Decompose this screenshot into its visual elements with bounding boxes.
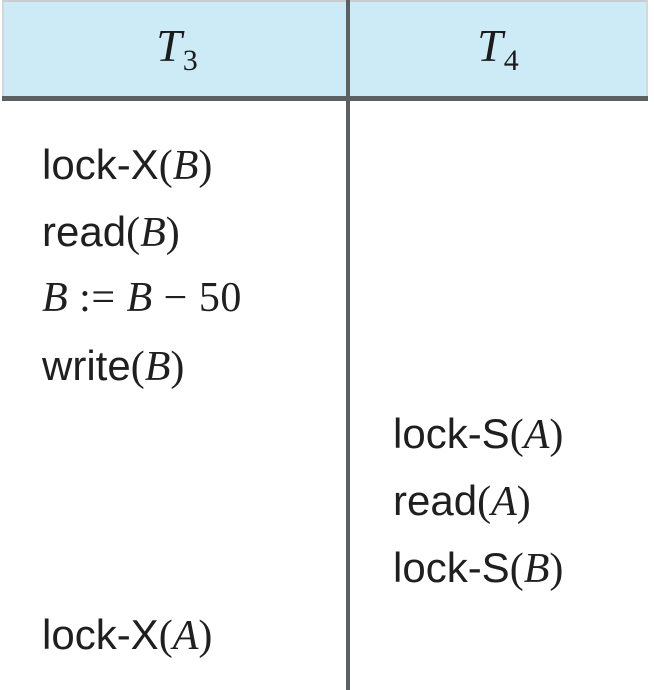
header-bottom-rule: [2, 96, 648, 101]
transaction-column-t4: lock-S(A) read(A) lock-S(B): [350, 101, 654, 690]
operation-row: write(B): [42, 332, 184, 399]
transaction-label-t3-base: T: [156, 19, 182, 71]
table-header-row: T3 T4: [2, 0, 648, 96]
assignment-spacer: [188, 275, 199, 321]
paren-close: ): [516, 479, 531, 525]
assignment-operator: :=: [79, 275, 116, 321]
operation-row: read(B): [42, 198, 180, 265]
operation-keyword: lock-S: [393, 544, 510, 591]
operation-argument: A: [491, 479, 517, 525]
assignment-spacer: [68, 275, 79, 321]
column-divider: [346, 0, 350, 690]
assignment-rhs-value: 50: [198, 275, 242, 321]
schedule-body: lock-X(B) read(B) B := B − 50 write(B) l…: [0, 101, 654, 690]
column-header-t3: T3: [4, 2, 350, 96]
transaction-label-t3: T3: [156, 19, 198, 77]
assignment-spacer: [153, 275, 164, 321]
paren-close: ): [170, 344, 185, 390]
operation-row: lock-S(B): [393, 534, 563, 601]
assignment-spacer: [116, 275, 127, 321]
paren-close: ): [165, 210, 180, 256]
operation-keyword: write: [42, 342, 131, 389]
assignment-row: B := B − 50: [42, 265, 242, 332]
transaction-label-t4-base: T: [477, 19, 503, 71]
operation-row: lock-X(B): [42, 131, 212, 198]
operation-row: read(A): [393, 467, 531, 534]
operation-keyword: read: [393, 477, 478, 524]
operation-argument: B: [172, 143, 199, 189]
transaction-label-t4: T4: [477, 19, 519, 77]
paren-open: (: [158, 143, 173, 189]
operation-row: lock-X(A): [42, 601, 212, 668]
operation-argument: B: [144, 344, 171, 390]
paren-open: (: [158, 613, 173, 659]
transaction-label-t4-subscript: 4: [503, 43, 519, 77]
operation-argument: A: [523, 412, 550, 458]
assignment-rhs-variable: B: [126, 275, 153, 321]
paren-close: ): [549, 546, 564, 592]
operation-argument: A: [172, 613, 199, 659]
paren-open: (: [509, 546, 524, 592]
paren-open: (: [509, 412, 524, 458]
paren-close: ): [549, 412, 564, 458]
operation-row: lock-S(A): [393, 400, 563, 467]
transaction-label-t3-subscript: 3: [182, 43, 198, 77]
operation-keyword: lock-S: [393, 410, 510, 457]
assignment-rhs-operator: −: [163, 275, 188, 321]
paren-close: ): [198, 143, 213, 189]
paren-open: (: [477, 479, 492, 525]
paren-open: (: [126, 210, 141, 256]
column-header-t4: T4: [350, 2, 646, 96]
operation-keyword: read: [42, 208, 127, 255]
paren-close: ): [198, 613, 213, 659]
transaction-column-t3: lock-X(B) read(B) B := B − 50 write(B) l…: [0, 101, 346, 690]
operation-argument: B: [140, 210, 166, 256]
operation-argument: B: [523, 546, 550, 592]
assignment-lhs: B: [42, 275, 69, 321]
paren-open: (: [130, 344, 145, 390]
operation-keyword: lock-X: [42, 141, 159, 188]
operation-keyword: lock-X: [42, 611, 159, 658]
